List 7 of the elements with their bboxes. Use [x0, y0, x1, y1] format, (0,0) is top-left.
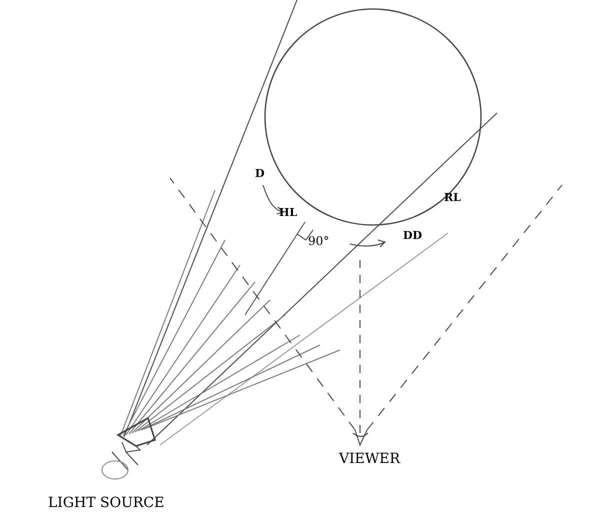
diagram-label: VIEWER — [339, 452, 400, 466]
diagram-label: HL — [279, 207, 298, 218]
diagram-label: DD — [403, 230, 422, 241]
diagram-label: RL — [444, 192, 461, 203]
diagram-label: LIGHT SOURCE — [48, 496, 164, 510]
diagram-label: D — [255, 168, 265, 179]
diagram-label: 90° — [308, 235, 330, 247]
